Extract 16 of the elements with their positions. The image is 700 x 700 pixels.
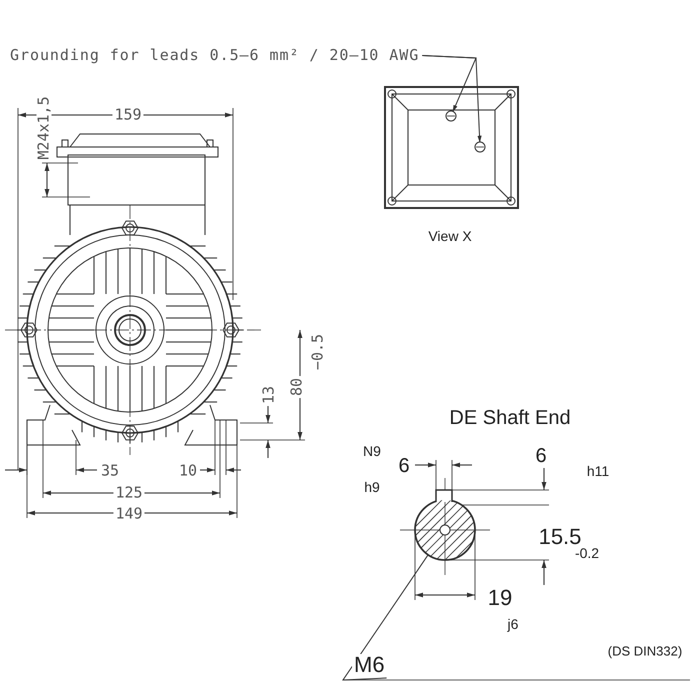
dimension-value: 80 bbox=[290, 376, 304, 398]
grounding-screw-icon bbox=[474, 142, 486, 152]
tolerance-class: h11 bbox=[584, 464, 612, 478]
standard-note: (DS DIN332) bbox=[606, 644, 684, 658]
shaft-cross-section bbox=[414, 489, 476, 561]
dimension-value: 125 bbox=[113, 486, 145, 500]
view-caption: View X bbox=[426, 229, 474, 243]
leader-line bbox=[342, 554, 429, 681]
tolerance-class: N9 bbox=[361, 444, 383, 458]
grounding-screw-icon bbox=[446, 110, 456, 122]
leader-line bbox=[422, 55, 482, 143]
tolerance-class: h9 bbox=[362, 480, 382, 494]
tolerance-class: j6 bbox=[506, 617, 520, 631]
dimension-value: 149 bbox=[113, 506, 145, 522]
tolerance-value: -0.2 bbox=[572, 546, 602, 560]
dimension-value: 159 bbox=[112, 108, 144, 122]
